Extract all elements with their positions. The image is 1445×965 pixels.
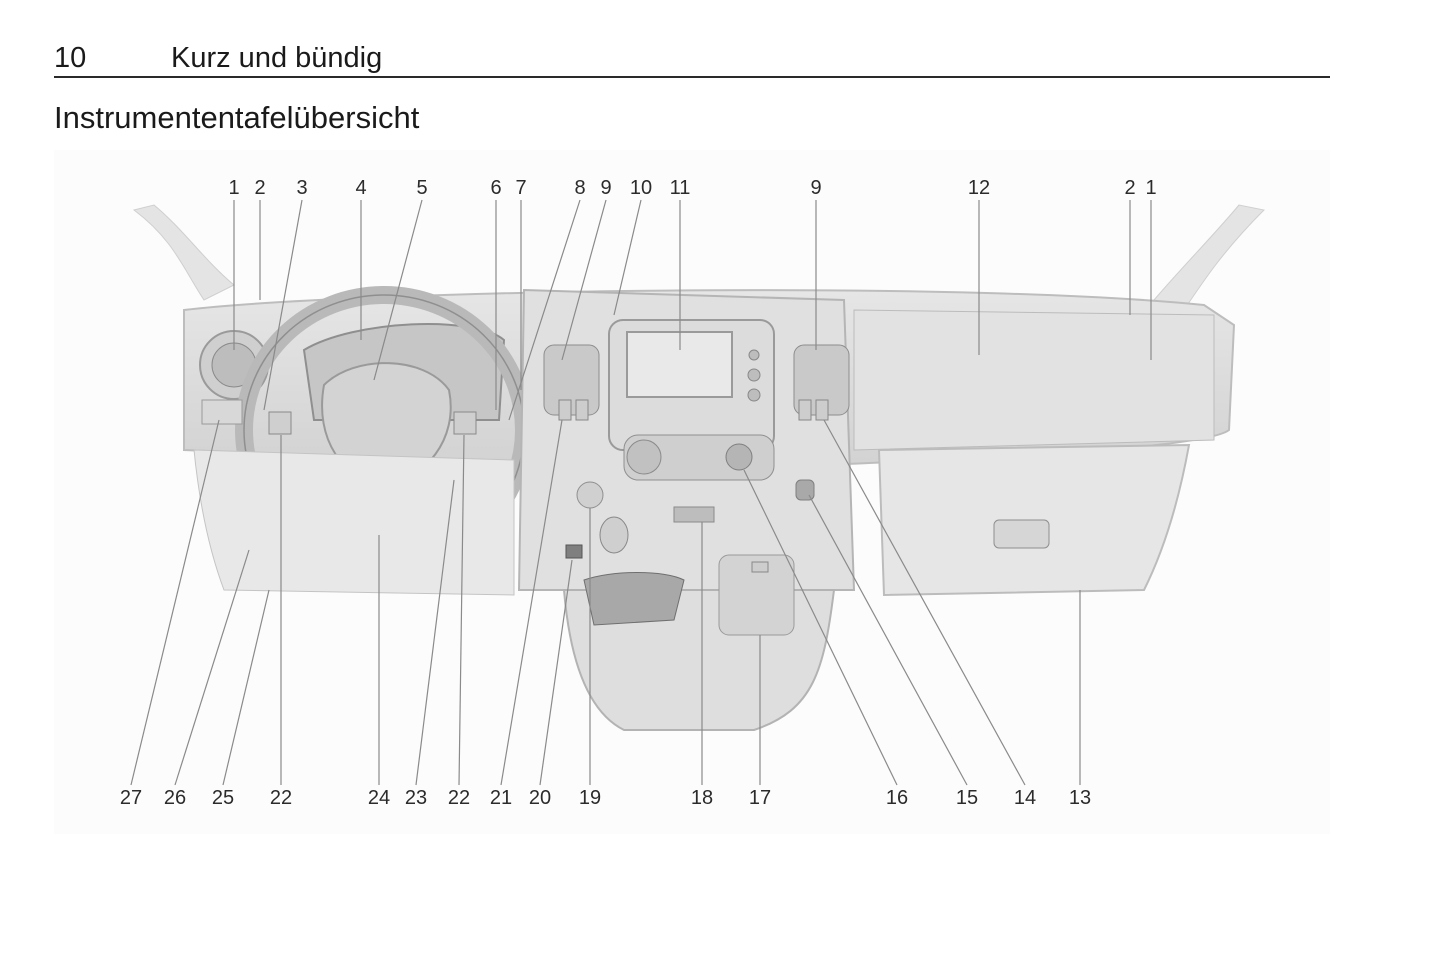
callout-10: 10: [629, 177, 653, 199]
callout-26: 26: [163, 787, 187, 809]
left-switch-panel: [201, 399, 243, 425]
callout-7: 7: [515, 177, 527, 199]
leader-lines: [130, 199, 1152, 786]
callout-19: 19: [578, 787, 602, 809]
callout-4: 4: [355, 177, 367, 199]
callout-24: 24: [367, 787, 391, 809]
dashboard-drawing: [130, 199, 1266, 786]
callout-2-right: 2: [1124, 177, 1136, 199]
callout-21: 21: [489, 787, 513, 809]
callout-22-left: 22: [269, 787, 293, 809]
callout-20: 20: [528, 787, 552, 809]
storage-compartment: [718, 554, 795, 636]
callout-1-right: 1: [1145, 177, 1157, 199]
callout-3: 3: [296, 177, 308, 199]
callout-23: 23: [404, 787, 428, 809]
callout-18: 18: [690, 787, 714, 809]
callout-2-left: 2: [254, 177, 266, 199]
gear-knob: [599, 516, 629, 554]
passenger-dash-panel: [853, 309, 1215, 451]
chapter-title: Kurz und bündig: [171, 42, 383, 74]
callout-9-right: 9: [810, 177, 822, 199]
callout-15: 15: [955, 787, 979, 809]
callout-11: 11: [669, 177, 691, 199]
callout-1-left: 1: [228, 177, 240, 199]
left-a-pillar: [132, 204, 235, 301]
dashboard-illustration: 1 2 3 4 5 6 7 8 9 10 11 9 12 2 1 27 26 2…: [54, 150, 1330, 834]
right-a-pillar: [1153, 204, 1266, 311]
callout-17: 17: [748, 787, 772, 809]
lower-left-panel: [193, 449, 515, 596]
callout-25: 25: [211, 787, 235, 809]
gear-boot: [583, 572, 685, 626]
callout-8: 8: [574, 177, 586, 199]
center-console: [562, 516, 836, 731]
glovebox-handle: [993, 519, 1050, 549]
callout-6: 6: [490, 177, 502, 199]
callout-13: 13: [1068, 787, 1092, 809]
callout-27: 27: [119, 787, 143, 809]
page-header: 10 Kurz und bündig: [54, 40, 1330, 78]
callout-5: 5: [416, 177, 428, 199]
callout-9-left: 9: [600, 177, 612, 199]
callout-12: 12: [967, 177, 991, 199]
callout-14: 14: [1013, 787, 1037, 809]
callout-16: 16: [885, 787, 909, 809]
page-number: 10: [54, 42, 87, 74]
callout-22-right: 22: [447, 787, 471, 809]
center-stack: [517, 288, 856, 591]
section-title: Instrumententafelübersicht: [54, 100, 420, 135]
